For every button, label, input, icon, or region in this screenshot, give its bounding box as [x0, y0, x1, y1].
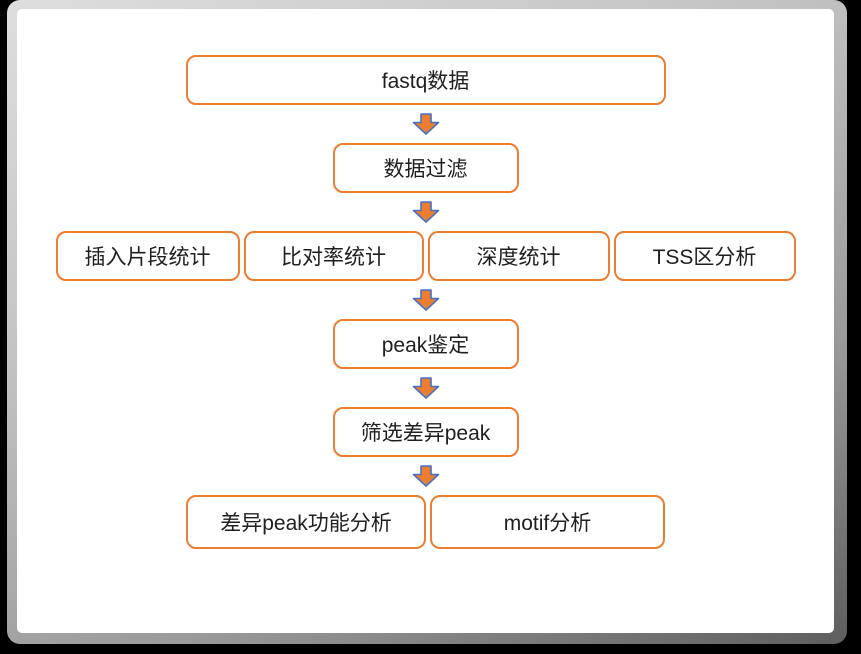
node-differential-peak-function-analysis: 差异peak功能分析 — [186, 495, 426, 549]
pipeline-flowchart: fastq数据 数据过滤 插入片段统计 比对率统计 深度统计 TSS区分析 pe… — [17, 9, 834, 633]
node-peak-identification: peak鉴定 — [332, 319, 519, 369]
analysis-row: 差异peak功能分析 motif分析 — [186, 495, 665, 549]
stats-row: 插入片段统计 比对率统计 深度统计 TSS区分析 — [55, 231, 796, 281]
node-fastq-data: fastq数据 — [185, 55, 666, 105]
slide-canvas: fastq数据 数据过滤 插入片段统计 比对率统计 深度统计 TSS区分析 pe… — [17, 9, 834, 633]
node-motif-analysis: motif分析 — [430, 495, 665, 549]
node-data-filter: 数据过滤 — [332, 143, 519, 193]
down-arrow-icon — [412, 201, 439, 223]
down-arrow-icon — [412, 377, 439, 399]
page-frame: fastq数据 数据过滤 插入片段统计 比对率统计 深度统计 TSS区分析 pe… — [7, 0, 847, 644]
node-insert-fragment-stats: 插入片段统计 — [55, 231, 240, 281]
down-arrow-icon — [412, 289, 439, 311]
node-depth-stats: 深度统计 — [427, 231, 610, 281]
down-arrow-icon — [412, 113, 439, 135]
node-filter-differential-peak: 筛选差异peak — [332, 407, 519, 457]
node-alignment-rate-stats: 比对率统计 — [243, 231, 424, 281]
node-tss-region-analysis: TSS区分析 — [613, 231, 796, 281]
down-arrow-icon — [412, 465, 439, 487]
